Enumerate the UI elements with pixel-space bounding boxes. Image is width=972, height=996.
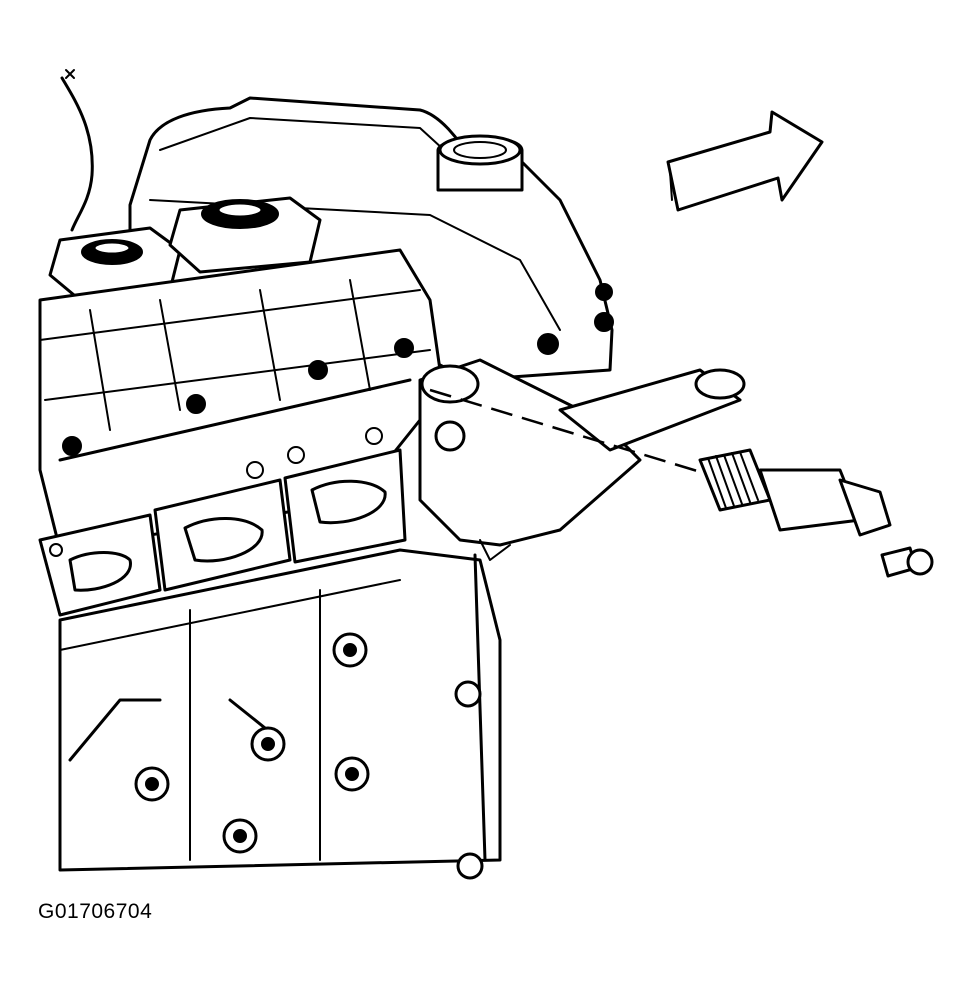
installation-axis xyxy=(429,388,761,492)
coolant-temperature-sensor xyxy=(698,448,892,537)
figure-code: G01706704 xyxy=(38,900,153,923)
thermostat-housing xyxy=(418,358,642,561)
coil-pack-right xyxy=(168,196,322,274)
sensor-bolt xyxy=(880,546,934,578)
hose-top-left xyxy=(60,69,94,232)
coolant-outlet-pipe xyxy=(558,368,746,452)
engine-block xyxy=(58,548,502,880)
exhaust-ports xyxy=(38,427,407,617)
front-direction-arrow-icon xyxy=(666,110,824,212)
